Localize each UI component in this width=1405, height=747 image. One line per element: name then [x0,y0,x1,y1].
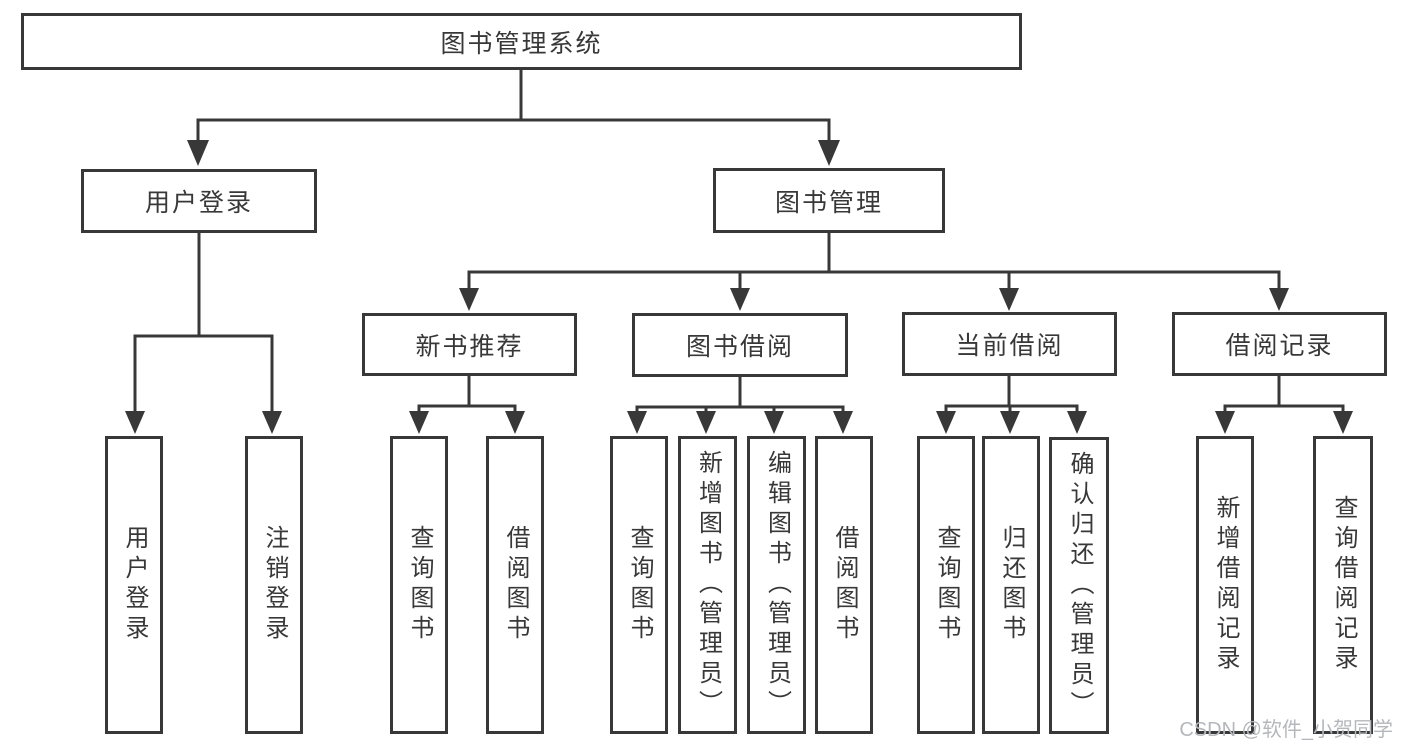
connector-new-rec-to-leaves [417,376,517,412]
leaf-query-book-borrow-label: 查询图书 [626,525,653,645]
leaf-logout-login: 注销登录 [245,436,303,734]
arrowhead-icon [936,411,956,434]
node-current-borrow-label: 当前借阅 [955,332,1064,360]
node-user-login: 用户登录 [81,169,317,233]
arrowheads-level2 [187,140,840,166]
arrowhead-icon [459,288,479,311]
arrowheads-new-rec [409,411,525,434]
csdn-watermark: CSDN @软件_小贺同学 [1179,719,1393,741]
leaf-user-login-label: 用户登录 [121,525,148,645]
arrowheads-book-borrow [627,411,853,434]
node-book-borrow-label: 图书借阅 [685,333,794,361]
arrowhead-icon [764,411,784,434]
arrowhead-icon [696,411,716,434]
node-root-system: 图书管理系统 [21,13,1022,70]
connector-book-borrow-to-leaves [635,376,845,412]
connector-current-borrow-to-leaves [944,376,1079,412]
arrowhead-icon [125,411,145,434]
arrowhead-icon [409,411,429,434]
leaf-add-borrow-record: 新增借阅记录 [1196,436,1254,734]
leaf-return-book-label: 归还图书 [998,525,1025,645]
leaf-confirm-return-admin: 确认归还（管理员） [1049,437,1109,734]
node-book-management-label: 图书管理 [774,188,883,217]
arrowhead-icon [187,140,209,166]
arrowheads-current-borrow [936,411,1087,434]
leaf-query-book-current-label: 查询图书 [933,525,960,645]
leaf-query-book-newrec-label: 查询图书 [406,525,433,645]
leaf-confirm-return-admin-label: 确认归还（管理员） [1066,450,1093,721]
arrowhead-icon [1067,411,1087,434]
connector-root-to-level2 [196,70,831,142]
arrowhead-icon [262,411,282,434]
leaf-logout-login-label: 注销登录 [261,525,288,645]
leaf-edit-book-admin: 编辑图书（管理员） [747,436,806,734]
node-borrow-records-label: 借阅记录 [1225,332,1334,360]
leaf-borrow-book-borrow-label: 借阅图书 [831,525,858,645]
arrowheads-user-login [125,411,282,434]
leaf-return-book: 归还图书 [982,436,1040,734]
node-borrow-records: 借阅记录 [1172,312,1387,376]
leaf-add-borrow-record-label: 新增借阅记录 [1212,495,1239,675]
leaf-add-book-admin: 新增图书（管理员） [678,436,737,734]
leaf-query-borrow-record: 查询借阅记录 [1313,436,1373,734]
arrowhead-icon [627,411,647,434]
node-user-login-label: 用户登录 [144,189,253,217]
node-new-book-recommend: 新书推荐 [362,313,577,376]
arrowhead-icon [818,140,840,166]
arrowhead-icon [1333,411,1353,434]
arrowhead-icon [1269,288,1289,311]
arrowhead-icon [999,288,1019,311]
node-root-label: 图书管理系统 [440,29,603,58]
connector-records-to-leaves [1223,376,1345,412]
leaf-edit-book-admin-label: 编辑图书（管理员） [763,450,791,720]
node-current-borrow: 当前借阅 [902,312,1117,376]
node-book-management: 图书管理 [713,168,945,233]
leaf-add-book-admin-label: 新增图书（管理员） [694,450,722,720]
leaf-borrow-book-newrec: 借阅图书 [486,436,544,734]
node-book-borrow: 图书借阅 [632,313,848,377]
arrowhead-icon [833,411,853,434]
leaf-borrow-book-newrec-label: 借阅图书 [502,525,529,645]
leaf-query-book-newrec: 查询图书 [390,436,448,734]
leaf-query-book-borrow: 查询图书 [610,436,668,734]
arrowheads-level3 [459,288,1289,311]
arrowheads-records [1215,411,1353,434]
arrowhead-icon [1215,411,1235,434]
leaf-borrow-book-borrow: 借阅图书 [815,436,873,734]
leaf-user-login: 用户登录 [105,436,163,734]
arrowhead-icon [1000,411,1020,434]
arrowhead-icon [730,288,750,311]
arrowhead-icon [505,411,525,434]
connector-user-login-to-leaves [133,233,274,412]
connector-book-mgmt-to-level3 [467,233,1281,289]
leaf-query-book-current: 查询图书 [917,436,975,734]
node-new-book-recommend-label: 新书推荐 [415,332,524,361]
leaf-query-borrow-record-label: 查询借阅记录 [1330,495,1357,675]
